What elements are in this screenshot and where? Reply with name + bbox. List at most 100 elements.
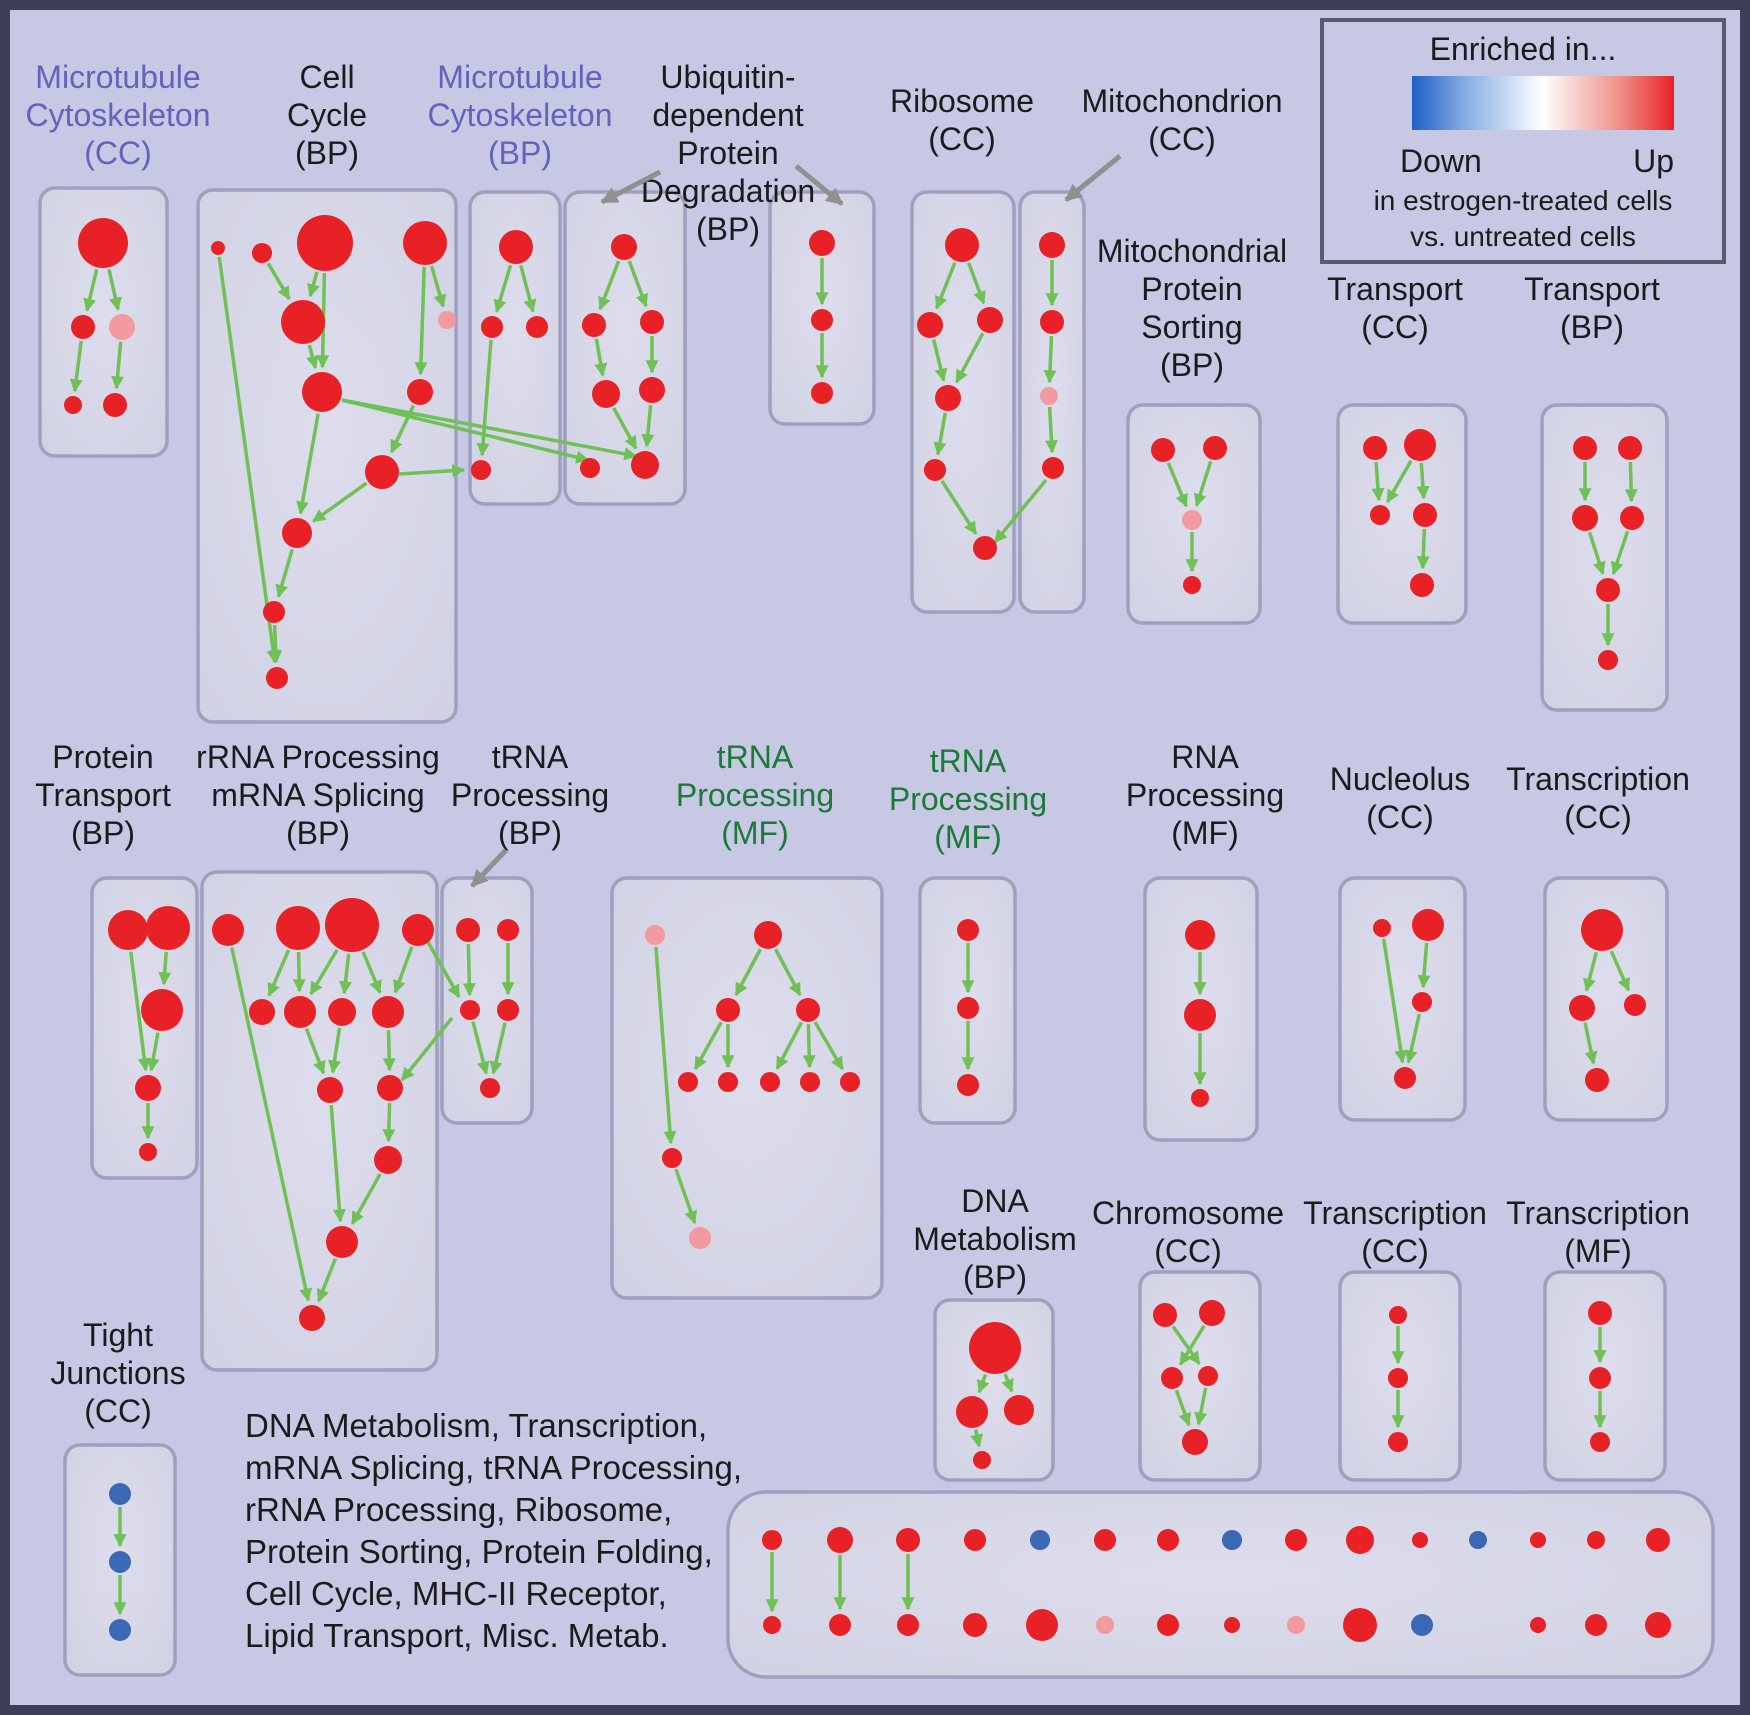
go-edge-arrow: [773, 948, 802, 997]
go-term-node: [1004, 1395, 1034, 1425]
go-term-node: [325, 898, 379, 952]
go-term-node: [1185, 920, 1215, 950]
cluster-label-line: (BP): [1560, 309, 1624, 345]
go-edge-arrow: [934, 261, 957, 310]
go-term-node: [1222, 1530, 1242, 1550]
go-term-node: [1388, 1432, 1408, 1452]
go-edge-arrow: [306, 344, 319, 370]
go-term-node: [1370, 505, 1390, 525]
go-term-node: [282, 518, 312, 548]
go-term-node: [109, 314, 135, 340]
go-term-node: [1412, 1532, 1428, 1548]
go-edge-arrow: [674, 1168, 697, 1225]
go-edge-arrow: [393, 946, 414, 994]
go-edge-arrow: [1404, 1013, 1422, 1064]
go-edge-arrow: [1194, 1387, 1208, 1426]
cluster-label-line: Transport: [1327, 271, 1463, 307]
cluster-box-rrna-processing-mrna-splicing-bp: [200, 870, 439, 1372]
go-term-node: [1585, 1614, 1607, 1636]
go-term-node: [1620, 506, 1644, 530]
cluster-label-line: (BP): [963, 1259, 1027, 1295]
cluster-label-line: Mitochondrial: [1097, 233, 1287, 269]
go-term-node: [281, 300, 325, 344]
go-term-node: [299, 1305, 325, 1331]
go-term-node: [1346, 1526, 1374, 1554]
go-term-node: [1598, 650, 1618, 670]
go-term-node: [1373, 919, 1391, 937]
go-edge-arrow: [693, 1021, 723, 1071]
go-term-node: [1585, 1068, 1609, 1092]
cluster-label-line: Sorting: [1141, 309, 1242, 345]
go-term-node: [582, 313, 606, 337]
go-term-node: [103, 393, 127, 417]
go-term-node: [1469, 1531, 1487, 1549]
go-edge-arrow: [471, 1021, 490, 1075]
cluster-label-line: (CC): [1564, 799, 1632, 835]
go-term-node: [829, 1614, 851, 1636]
go-edge-arrow: [1624, 461, 1638, 503]
cluster-label-line: dependent: [652, 97, 803, 133]
cluster-label-line: tRNA: [492, 739, 569, 775]
cluster-label-line: (BP): [286, 815, 350, 851]
go-term-node: [276, 906, 320, 950]
go-edge-arrow: [361, 951, 382, 994]
cluster-box-trna-processing-mf-1: [610, 876, 884, 1300]
go-term-node: [109, 1551, 131, 1573]
go-term-node: [973, 1451, 991, 1469]
go-term-node: [1157, 1614, 1179, 1636]
go-term-node: [109, 1483, 131, 1505]
cluster-label-transcription-cc-2: Transcription(CC): [1303, 1195, 1487, 1269]
go-term-node: [678, 1072, 698, 1092]
label-pointer-arrow: [1064, 154, 1122, 202]
legend-gradient-bar: [1412, 76, 1674, 130]
go-term-node: [580, 458, 600, 478]
go-term-node: [1581, 909, 1623, 951]
cluster-label-line: Nucleolus: [1330, 761, 1471, 797]
go-term-node: [964, 1529, 986, 1551]
go-edge-arrow: [1381, 938, 1408, 1064]
go-edge-arrow: [414, 266, 428, 376]
cluster-box-dna-metabolism-bp: [933, 1298, 1055, 1482]
cluster-label-line: Cytoskeleton: [26, 97, 211, 133]
go-term-node: [1394, 1067, 1416, 1089]
go-edge-arrow: [813, 1021, 844, 1071]
go-edge-arrow: [304, 1028, 326, 1075]
cluster-label-line: Protein: [52, 739, 153, 775]
go-edge-arrow: [328, 1027, 342, 1074]
go-edge-arrow: [1610, 530, 1630, 576]
label-pointer-arrow: [794, 164, 844, 206]
go-term-node: [957, 919, 979, 941]
go-edge-arrow: [462, 943, 476, 997]
cluster-label-line: Processing: [676, 777, 834, 813]
go-edge-arrow: [1174, 1389, 1192, 1427]
go-term-node: [481, 316, 503, 338]
go-edge-arrow: [339, 953, 352, 995]
go-term-node: [1198, 1366, 1218, 1386]
go-term-node: [809, 230, 835, 256]
cluster-label-line: (MF): [934, 819, 1002, 855]
go-term-node: [263, 601, 285, 623]
go-edge-arrow: [111, 341, 125, 390]
cluster-label-line: Transcription: [1506, 761, 1690, 797]
go-edge-arrow: [1193, 460, 1213, 507]
go-term-node: [1363, 436, 1387, 460]
go-edge-arrow: [266, 262, 291, 300]
go-edge-arrow: [627, 260, 649, 308]
go-term-node: [1388, 1368, 1408, 1388]
go-term-node: [1618, 436, 1642, 460]
go-term-node: [71, 315, 95, 339]
cluster-label-line: (CC): [84, 1393, 152, 1429]
go-edge-arrow: [307, 271, 320, 298]
cluster-label-line: Tight: [83, 1317, 153, 1353]
go-edge-arrow: [1609, 950, 1631, 992]
go-term-node: [796, 998, 820, 1022]
go-edge-arrow: [1416, 528, 1430, 570]
go-edge-arrow: [493, 264, 513, 313]
go-edge-arrow: [933, 412, 948, 456]
go-term-node: [1588, 1301, 1612, 1325]
go-cross-edge-arrow: [400, 1016, 454, 1082]
go-term-node: [403, 221, 447, 265]
